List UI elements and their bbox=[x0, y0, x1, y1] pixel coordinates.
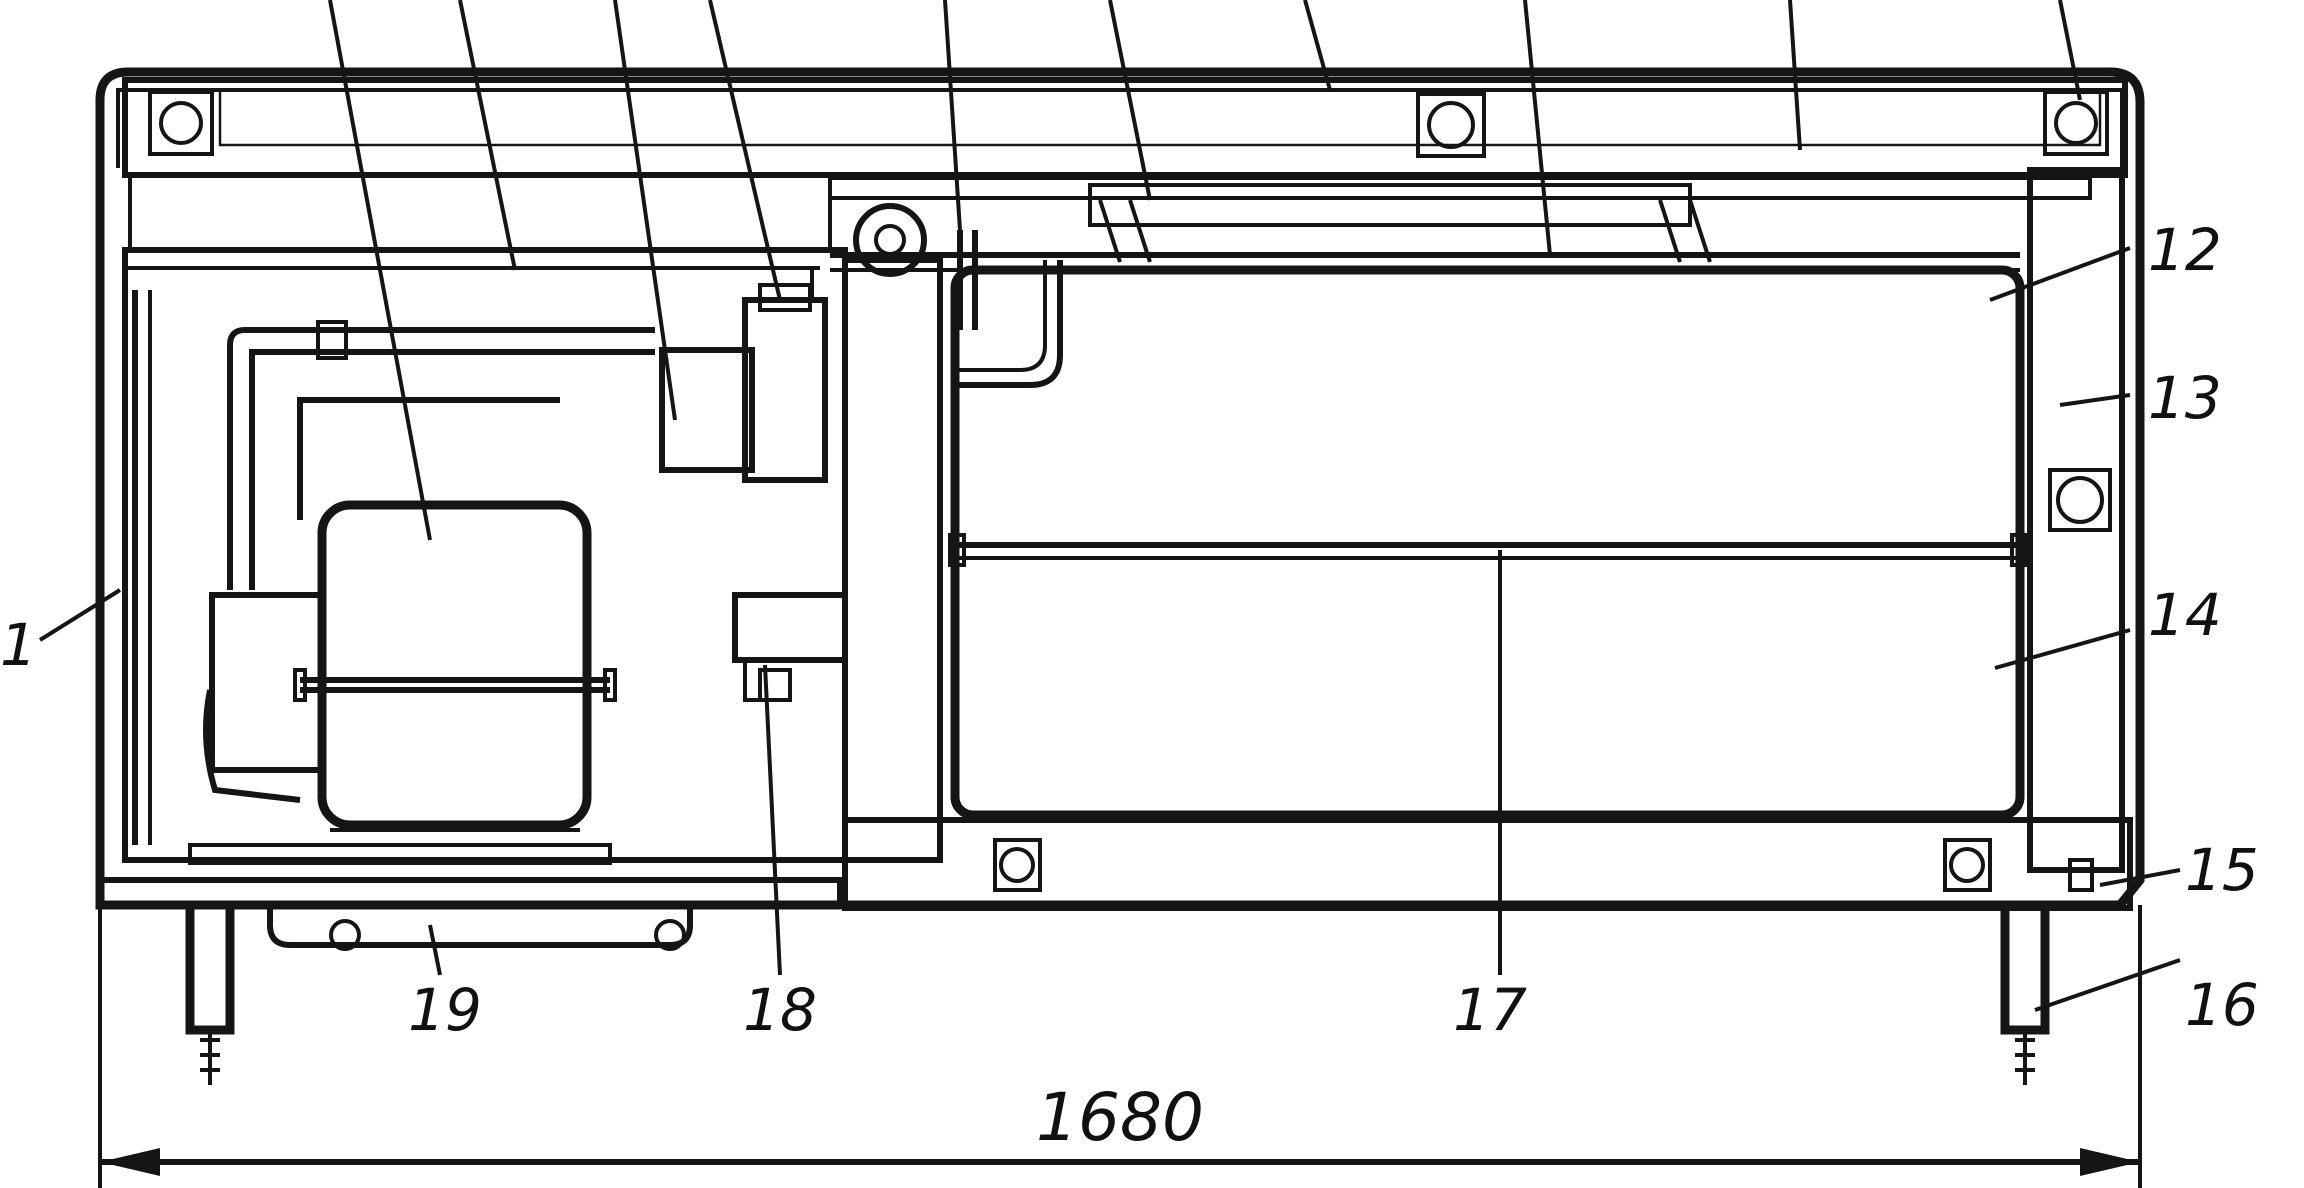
callout-labels: 1 12 13 14 15 16 17 18 19 bbox=[0, 216, 2259, 1044]
callout-1: 1 bbox=[0, 611, 37, 679]
right-wall-insulation bbox=[2027, 167, 2125, 873]
bottom-insulation bbox=[842, 817, 2133, 911]
evaporator-tube-assembly bbox=[828, 176, 2092, 277]
base-rail bbox=[97, 877, 843, 951]
leader-lines bbox=[38, 0, 2181, 1012]
storage-compartment bbox=[948, 230, 2028, 820]
corner-drain bbox=[2068, 858, 2094, 892]
refrigerant-pipes bbox=[227, 320, 655, 590]
callout-13: 13 bbox=[2148, 364, 2222, 432]
callout-15: 15 bbox=[2185, 836, 2259, 904]
lid-fasteners bbox=[148, 90, 2109, 158]
dimension-label: 1680 bbox=[1036, 1079, 1204, 1156]
thermostat-relay bbox=[732, 592, 848, 702]
callout-19: 19 bbox=[408, 976, 482, 1044]
callout-12: 12 bbox=[2148, 216, 2222, 284]
compressor bbox=[188, 500, 617, 865]
callout-16: 16 bbox=[2185, 971, 2259, 1039]
callout-17: 17 bbox=[1453, 976, 1527, 1044]
callout-14: 14 bbox=[2148, 581, 2222, 649]
overall-width-dimension: 1680 bbox=[98, 905, 2142, 1188]
partition-insulation bbox=[842, 257, 943, 863]
receiver-dryer bbox=[659, 268, 828, 483]
cabinet-legs bbox=[185, 900, 2050, 1085]
callout-18: 18 bbox=[743, 976, 817, 1044]
